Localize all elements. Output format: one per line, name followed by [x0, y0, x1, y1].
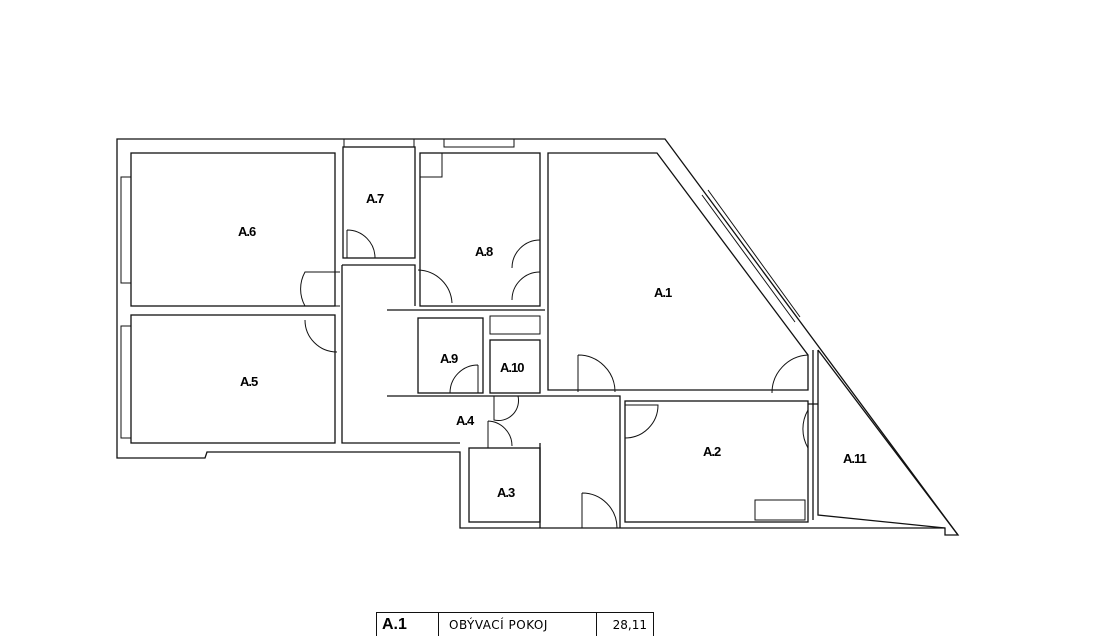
door-a3: [487, 420, 513, 448]
window-top-a7: [343, 138, 415, 148]
closet: [489, 315, 541, 335]
room-label-a5: A.5: [240, 374, 258, 389]
room-label-a9: A.9: [440, 351, 458, 366]
room-a1: [547, 152, 809, 391]
room-label-a6: A.6: [238, 224, 256, 239]
room-label-a2: A.2: [703, 444, 721, 459]
door-a8-closet: [511, 239, 541, 301]
door-a9: [449, 364, 479, 394]
door-a5: [304, 319, 338, 353]
door-a8-hall: [417, 269, 453, 304]
a1-a2-wall: [808, 350, 818, 520]
room-label-a4: A.4: [456, 413, 475, 428]
door-a11: [771, 354, 809, 449]
room-a7: [342, 146, 416, 259]
room-a11: [817, 349, 959, 536]
shaft: [419, 152, 443, 178]
room-a5: [130, 314, 336, 444]
cabinet-a2: [754, 499, 806, 521]
legend-room-name: OBÝVACÍ POKOJ: [439, 613, 597, 636]
room-a3: [468, 447, 541, 523]
room-a6: [130, 152, 336, 307]
window-left-bottom: [120, 325, 132, 439]
door-a1: [577, 354, 616, 393]
room-legend-table: A.1 OBÝVACÍ POKOJ 28,11: [376, 612, 654, 636]
room-a10: [489, 339, 541, 394]
legend-room-code: A.1: [377, 613, 439, 636]
outer-wall: [116, 138, 960, 536]
room-label-a7: A.7: [366, 191, 384, 206]
room-a8: [419, 152, 541, 307]
room-label-a10: A.10: [500, 360, 524, 375]
room-label-a8: A.8: [475, 244, 493, 259]
door-a2: [624, 404, 659, 439]
room-label-a11: A.11: [843, 451, 867, 466]
window-diagonal: [701, 189, 801, 323]
door-a10: [493, 395, 519, 421]
hall-walls: [341, 264, 621, 528]
door-a7: [346, 229, 376, 259]
door-entrance: [581, 492, 618, 529]
door-a6: [300, 271, 340, 307]
room-label-a3: A.3: [497, 485, 515, 500]
window-top-a8: [443, 138, 515, 148]
legend-room-area: 28,11: [612, 617, 647, 632]
room-a2: [624, 400, 809, 523]
room-label-a1: A.1: [654, 285, 672, 300]
window-left-top: [120, 176, 132, 284]
